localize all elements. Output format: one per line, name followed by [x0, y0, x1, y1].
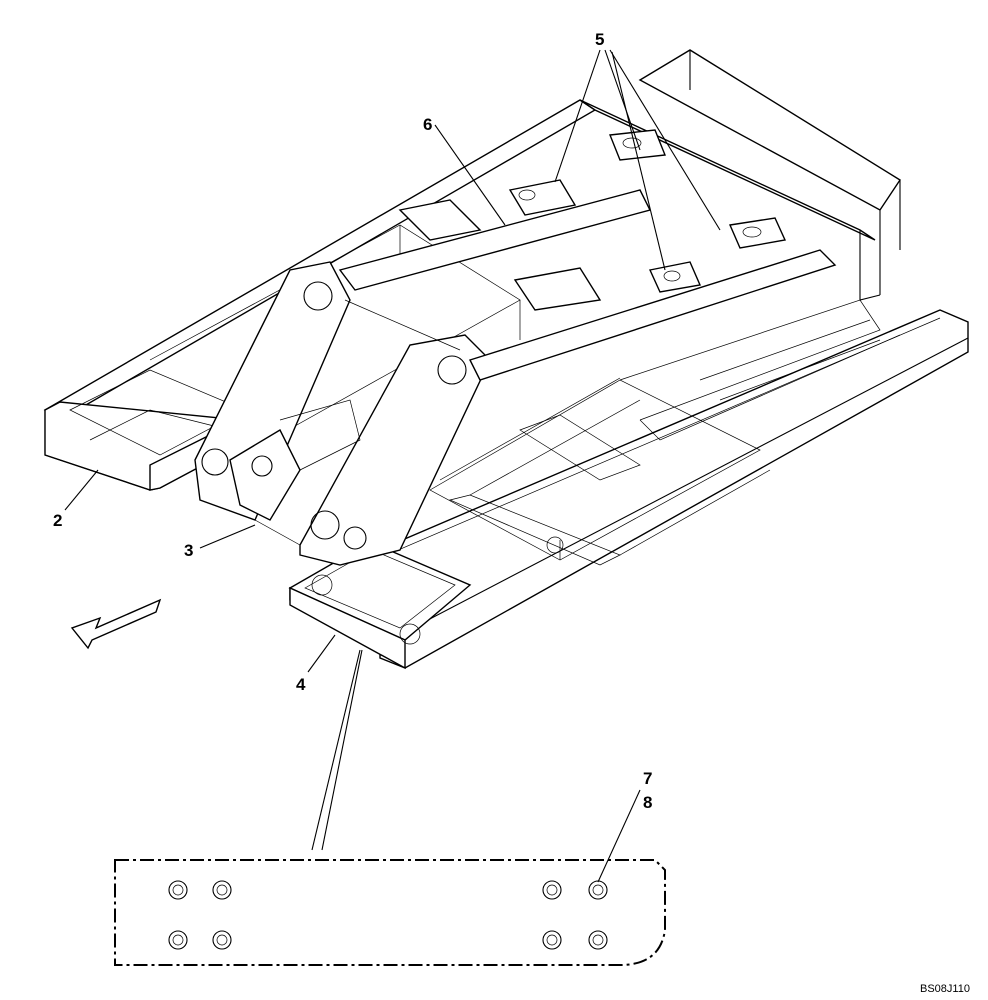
- callout-5: 5: [595, 30, 604, 49]
- leader-lines: [64, 49, 721, 883]
- callout-7: 7: [643, 769, 652, 788]
- callout-2: 2: [53, 511, 62, 530]
- detail-plate: [114, 859, 666, 966]
- callout-6: 6: [423, 115, 432, 134]
- boom-mount: [194, 261, 491, 566]
- drawing-code: BS08J110: [920, 983, 970, 995]
- rear-beams: [338, 129, 837, 381]
- callout-3: 3: [184, 541, 193, 560]
- bolt-hole: [168, 880, 608, 950]
- upper-frame: [43, 49, 969, 670]
- callout-4: 4: [296, 675, 306, 694]
- callout-8: 8: [643, 793, 652, 812]
- direction-arrow: [70, 598, 162, 650]
